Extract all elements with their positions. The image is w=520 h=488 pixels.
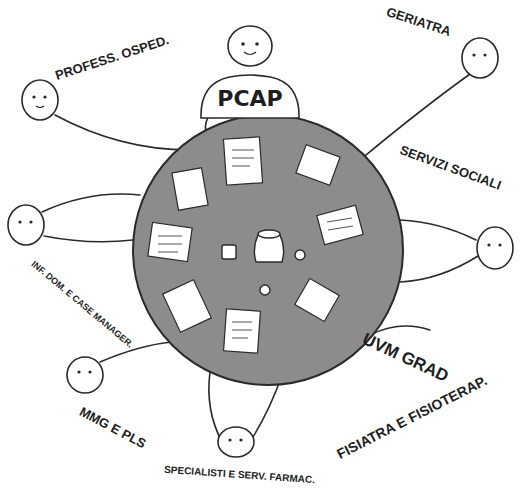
- role-label: SERVIZI SOCIALI: [397, 143, 502, 193]
- role-label: INF. DOM. E CASE MANAGER.: [29, 260, 135, 351]
- role-label: SPECIALISTI E SERV. FARMAC.: [164, 463, 316, 485]
- role-label: GERIATRA: [384, 5, 452, 39]
- person-body: PCAP: [199, 73, 301, 120]
- body-label: PCAP: [199, 87, 301, 111]
- role-label: MMG E PLS: [76, 405, 147, 452]
- role-label: PROFESS. OSPED.: [53, 33, 170, 83]
- role-label: FISIATRA E FISIOTERAP.: [334, 373, 489, 462]
- role-label: UVM GRAD: [359, 330, 451, 386]
